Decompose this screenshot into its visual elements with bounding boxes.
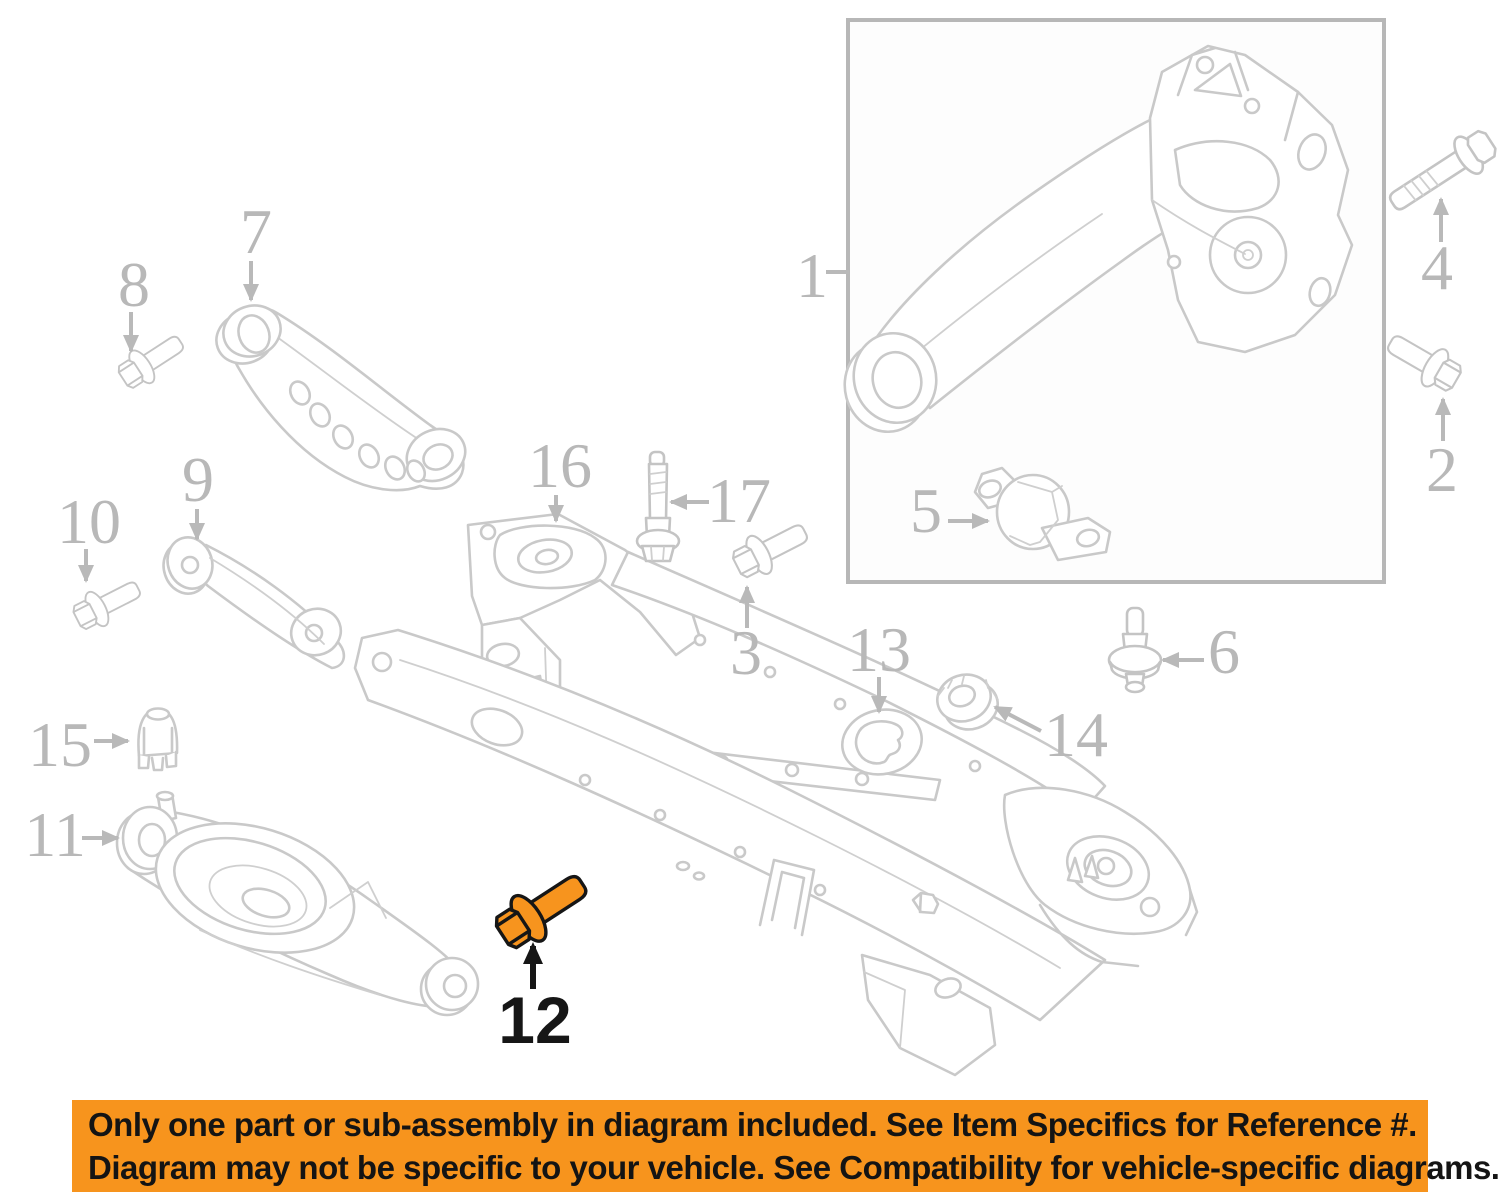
part-11-lower-arm xyxy=(115,790,480,1017)
part-label-9: 9 xyxy=(182,444,214,515)
part-17-stud-bolt xyxy=(635,450,681,563)
disclaimer-line-2: Diagram may not be specific to your vehi… xyxy=(88,1149,1500,1186)
part-14-flange-nut xyxy=(936,673,999,731)
part-13-retainer-washer xyxy=(841,708,923,776)
part-6-ball-stud xyxy=(1107,606,1163,694)
part-label-1: 1 xyxy=(796,240,828,311)
part-label-6: 6 xyxy=(1208,616,1240,687)
part-label-3: 3 xyxy=(730,617,762,688)
part-label-5: 5 xyxy=(910,475,942,546)
part-label-10: 10 xyxy=(57,486,121,557)
part-label-11: 11 xyxy=(24,799,86,870)
part-15-cap xyxy=(137,707,179,772)
part-label-4: 4 xyxy=(1421,232,1453,303)
part-12-highlighted-bolt xyxy=(486,860,599,959)
part-9-lateral-link xyxy=(162,536,346,670)
part-label-17: 17 xyxy=(707,465,771,536)
part-label-15: 15 xyxy=(28,709,92,780)
detail-inset-box xyxy=(843,18,1386,584)
part-10-bolt xyxy=(67,570,148,637)
part-label-14: 14 xyxy=(1044,699,1108,770)
part-1-trailing-arm xyxy=(843,44,1354,434)
part-2-bolt xyxy=(1379,323,1468,400)
part-5-bushing xyxy=(973,466,1112,562)
part-label-12: 12 xyxy=(498,983,571,1057)
part-label-8: 8 xyxy=(118,249,150,320)
part-label-13: 13 xyxy=(847,614,911,685)
disclaimer-banner: Only one part or sub-assembly in diagram… xyxy=(72,1100,1500,1192)
part-arrow-14 xyxy=(993,705,1042,733)
part-label-7: 7 xyxy=(240,196,272,267)
part-8-bolt xyxy=(111,325,192,396)
part-7-upper-arm xyxy=(215,304,467,492)
part-label-16: 16 xyxy=(528,430,592,501)
part-label-2: 2 xyxy=(1426,434,1458,505)
part-4-bolt xyxy=(1388,129,1497,211)
part-16-crossmember xyxy=(353,512,1199,1077)
disclaimer-line-1: Only one part or sub-assembly in diagram… xyxy=(88,1106,1417,1143)
